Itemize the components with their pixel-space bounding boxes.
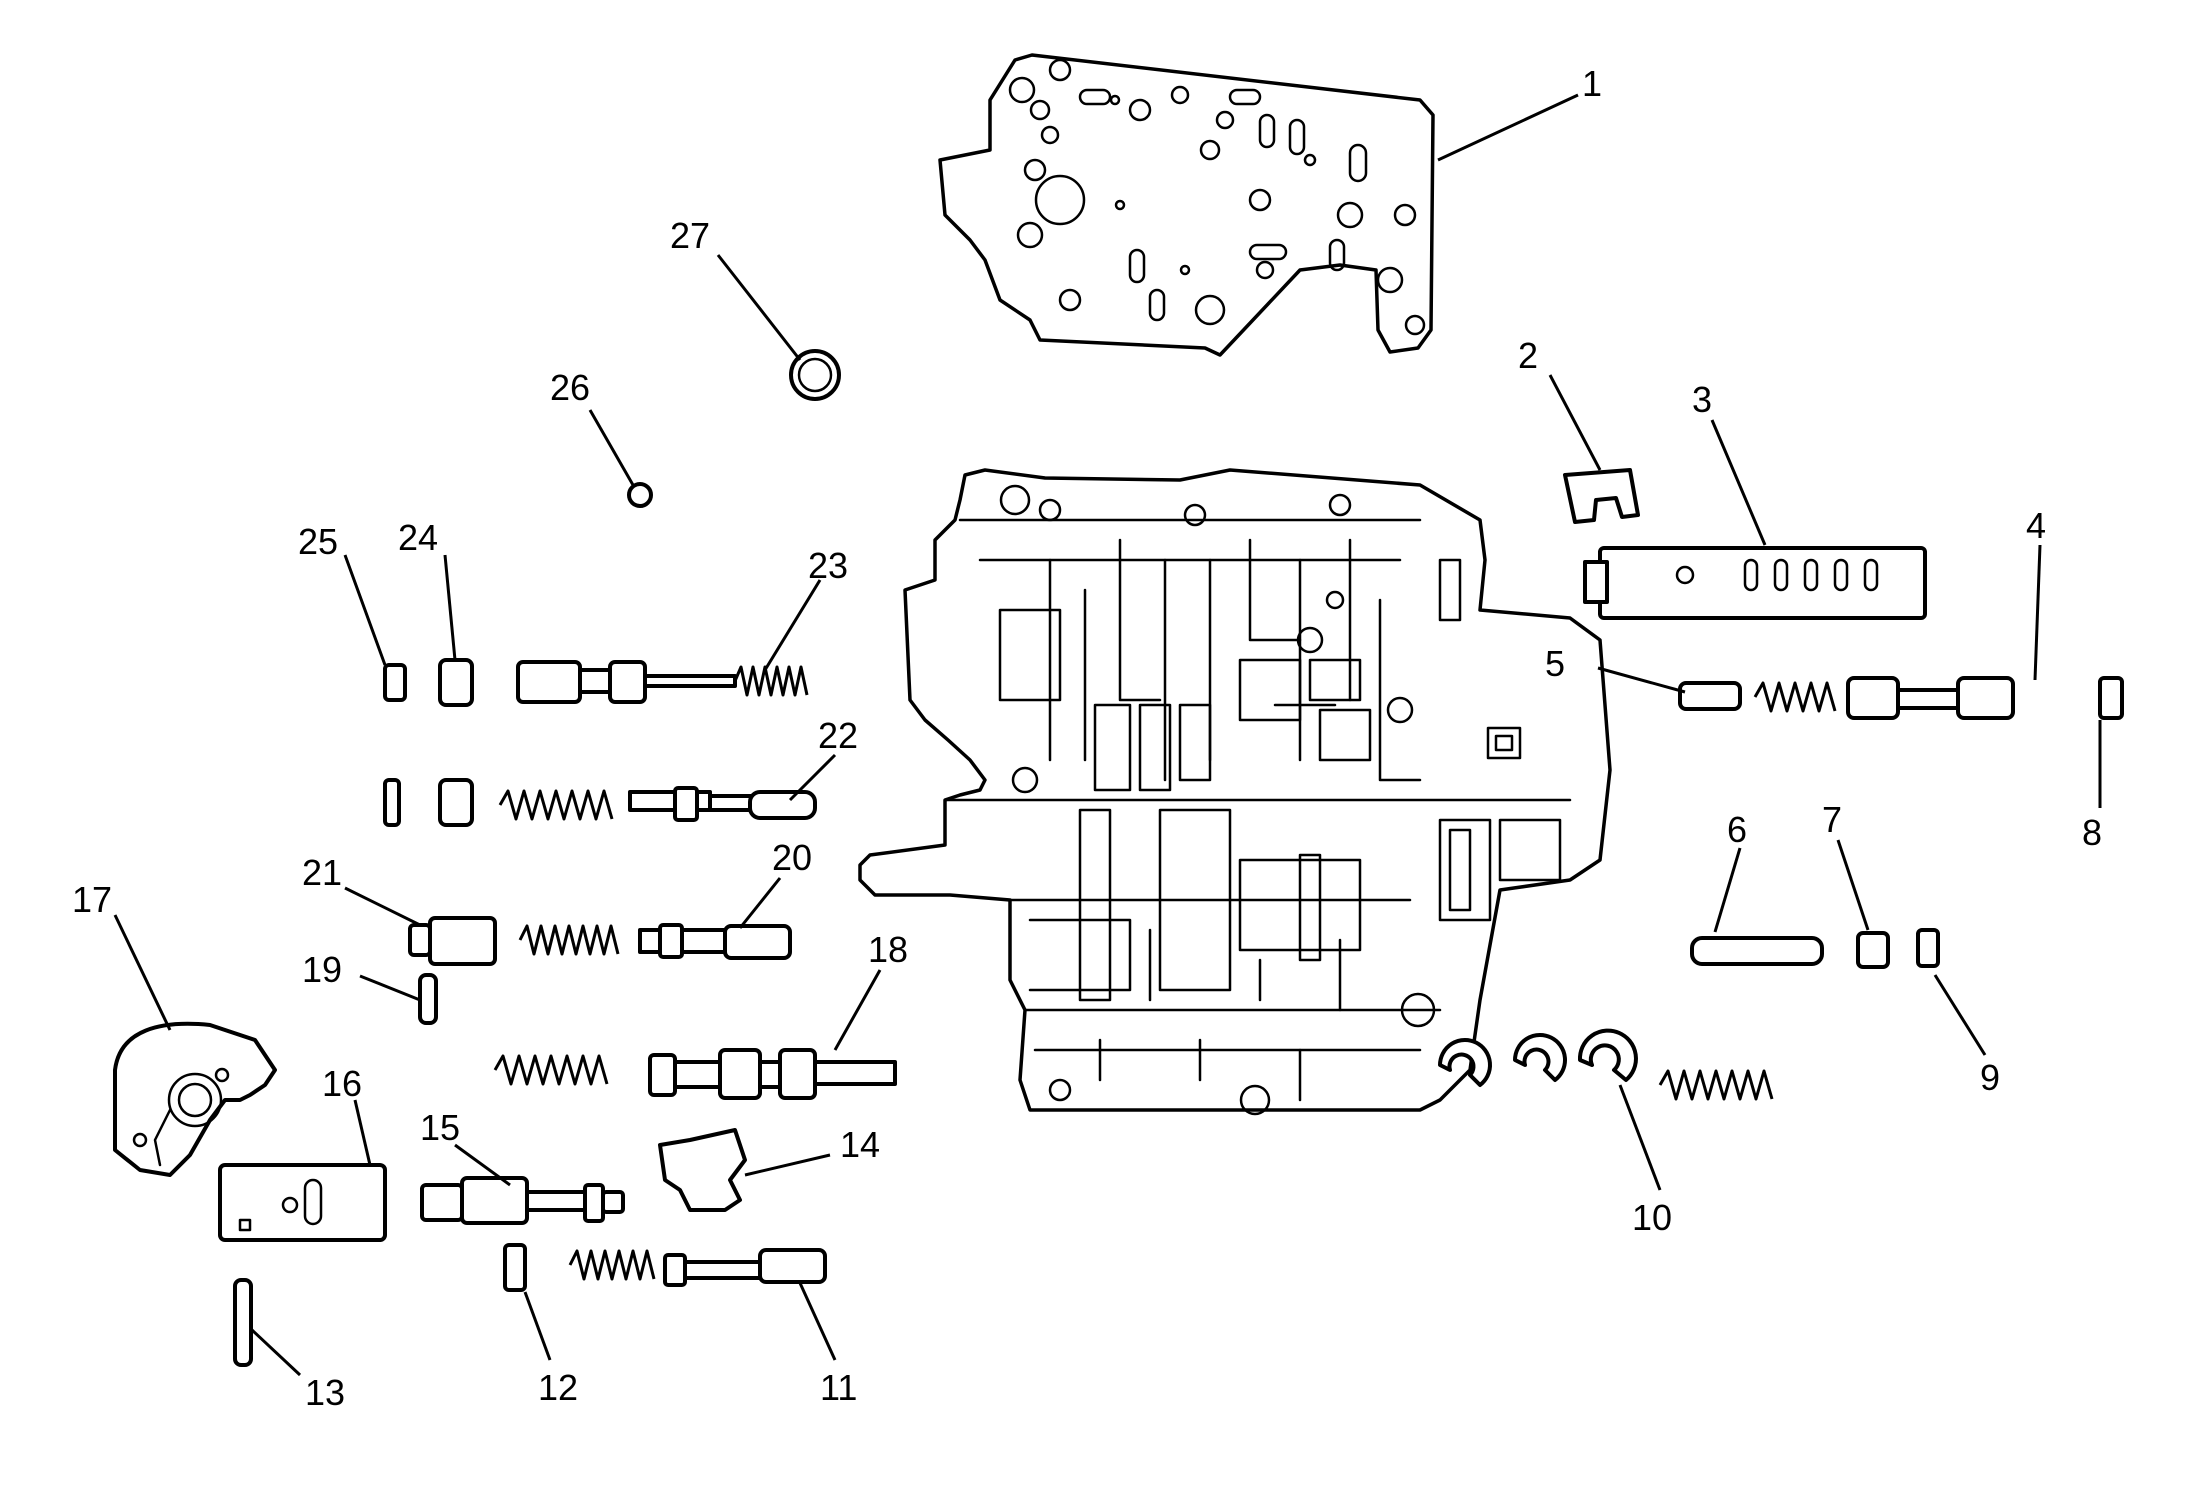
- spacer-plate: [938, 53, 1435, 357]
- part-22a-plug: [383, 778, 401, 827]
- part-12-plug: [503, 1243, 527, 1292]
- valve-body: [858, 468, 1612, 1116]
- part-14-clip: [658, 1128, 747, 1212]
- callout-16: 16: [322, 1063, 362, 1104]
- part-6-valve: [1690, 936, 1824, 966]
- part-23-valve: [516, 660, 809, 704]
- part-20-valve: [518, 923, 792, 960]
- callout-20: 20: [772, 837, 812, 878]
- part-2-clip: [1563, 468, 1640, 524]
- callout-26: 26: [550, 367, 590, 408]
- part-21-valve: [408, 916, 497, 966]
- callout-9: 9: [1980, 1057, 2000, 1098]
- part-7-plug: [1856, 931, 1890, 969]
- part-19-plug: [418, 973, 438, 1025]
- callout-6: 6: [1727, 809, 1747, 850]
- callout-12: 12: [538, 1367, 578, 1408]
- part-15-valve: [420, 1176, 625, 1225]
- part-22-valve: [498, 786, 817, 822]
- callout-2: 2: [1518, 335, 1538, 376]
- leader-lines: [113, 93, 2102, 1377]
- callout-18: 18: [868, 929, 908, 970]
- callout-25: 25: [298, 521, 338, 562]
- callout-3: 3: [1692, 379, 1712, 420]
- callout-17: 17: [72, 879, 112, 920]
- part-16-valve: [218, 1163, 387, 1242]
- part-11-valve: [568, 1248, 827, 1287]
- callout-labels: 1 2 3 4 5 6 7 8 9 10 11 12 13 14 15 16 1…: [72, 63, 2102, 1413]
- part-17-lever: [113, 1021, 277, 1177]
- part-13-pin: [233, 1278, 253, 1367]
- callout-4: 4: [2026, 505, 2046, 546]
- part-9-plug: [1916, 928, 1940, 968]
- callout-27: 27: [670, 215, 710, 256]
- callout-10: 10: [1632, 1197, 1672, 1238]
- callout-1: 1: [1582, 63, 1602, 104]
- part-22b-plug: [438, 778, 474, 827]
- part-24-plug: [438, 658, 474, 707]
- part-4-valve: [1678, 676, 2124, 720]
- callout-8: 8: [2082, 812, 2102, 853]
- callout-23: 23: [808, 545, 848, 586]
- callout-21: 21: [302, 852, 342, 893]
- part-25-plug: [383, 663, 407, 702]
- part-18-valve: [493, 1048, 897, 1100]
- callout-24: 24: [398, 517, 438, 558]
- part-3-sleeve: [1583, 546, 1927, 620]
- callout-7: 7: [1822, 799, 1842, 840]
- callout-11: 11: [820, 1367, 857, 1408]
- callout-19: 19: [302, 949, 342, 990]
- callout-22: 22: [818, 715, 858, 756]
- callout-15: 15: [420, 1107, 460, 1148]
- part-27-seal: [789, 349, 841, 401]
- part-10-retainers: [1438, 1028, 1774, 1101]
- callout-5: 5: [1545, 643, 1565, 684]
- callout-14: 14: [840, 1124, 880, 1165]
- part-26-ball: [627, 482, 653, 508]
- callout-13: 13: [305, 1372, 345, 1413]
